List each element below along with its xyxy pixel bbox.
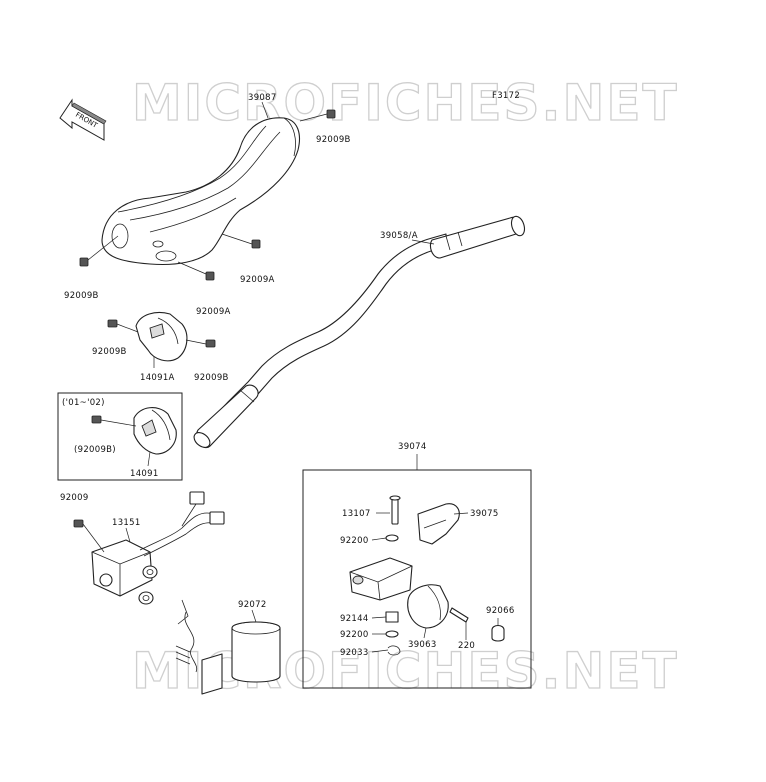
label-13151: 13151 [112,518,141,528]
label-92144: 92144 [340,614,369,624]
label-39074: 39074 [398,442,427,452]
label-92200-top: 92200 [340,536,369,546]
label-14091a: 14091A [140,373,175,383]
label-92009b-clamp-right: 92009B [194,373,229,383]
figure-code: F3172 [492,91,520,101]
label-39058a: 39058/A [380,231,418,241]
label-220: 220 [458,641,475,651]
label-39075: 39075 [470,509,499,519]
label-92200-bottom: 92200 [340,630,369,640]
label-92072: 92072 [238,600,267,610]
label-92009: 92009 [60,493,89,503]
label-92009b-clamp-left: 92009B [92,347,127,357]
label-14091: 14091 [130,469,159,479]
front-arrow-icon: FRONT [59,98,107,141]
label-39063: 39063 [408,640,437,650]
handlebar-cover [101,117,301,265]
bolt-icon [177,261,215,281]
label-year-note: ('01~'02) [62,398,105,408]
bolt-icon [221,233,261,249]
label-92009a-right: 92009A [240,275,275,285]
leader-lines [125,101,499,653]
bolt-icon [79,235,119,267]
handlebar [193,215,526,448]
label-13107: 13107 [342,509,371,519]
switch-assembly [73,491,225,605]
label-92033: 92033 [340,648,369,658]
throttle-assembly-box [302,454,532,689]
label-92009b-paren: (92009B) [74,445,116,455]
label-92009b-top: 92009B [316,135,351,145]
watermark-top: MICROFICHES.NET [132,74,679,132]
label-92066: 92066 [486,606,515,616]
clamp-14091a [107,311,216,362]
label-92009a-lower: 92009A [196,307,231,317]
label-39087: 39087 [248,93,277,103]
year-variant-box [57,392,183,481]
label-92009b-left: 92009B [64,291,99,301]
bolt-icon [299,109,336,122]
lanyard-strap [175,599,281,695]
